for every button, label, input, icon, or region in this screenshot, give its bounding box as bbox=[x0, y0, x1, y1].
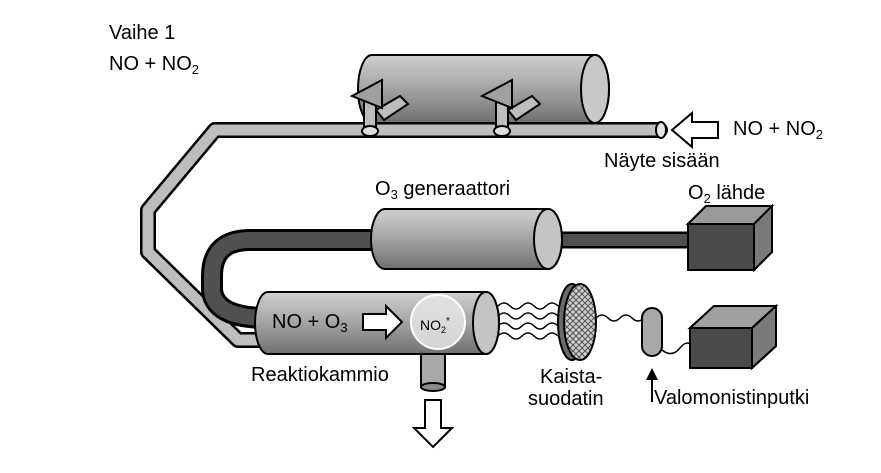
reaction-arrow-icon bbox=[362, 303, 404, 341]
photomultiplier-label: Valomonistinputki bbox=[654, 387, 810, 409]
species-title: NO + NO2 bbox=[109, 53, 200, 77]
ozone-generator bbox=[370, 208, 563, 270]
reaction-chamber bbox=[254, 291, 500, 392]
oxygen-source-label: O2 lähde bbox=[688, 182, 766, 206]
ozone-generator-label: O3 generaattori bbox=[375, 178, 511, 202]
light-waves bbox=[497, 302, 645, 340]
oxygen-source-box bbox=[685, 203, 775, 273]
excited-no2-label: NO2* bbox=[420, 316, 450, 335]
detector-box bbox=[687, 303, 779, 371]
exhaust-arrow-icon bbox=[411, 399, 455, 449]
bandpass-filter-label-2: suodatin bbox=[528, 388, 604, 410]
sample-tube bbox=[140, 121, 668, 348]
ozone-line bbox=[201, 229, 690, 329]
bandpass-filter bbox=[557, 283, 597, 361]
sample-in-label: Näyte sisään bbox=[604, 150, 720, 172]
bandpass-filter-label-1: Kaista- bbox=[540, 366, 603, 388]
reaction-label: NO + O3 bbox=[272, 311, 348, 335]
excited-no2-glow bbox=[410, 294, 466, 350]
photomultiplier-tube bbox=[641, 307, 695, 402]
pump-cylinder bbox=[349, 54, 610, 137]
reaction-chamber-label: Reaktiokammio bbox=[251, 364, 389, 386]
sample-gas-label: NO + NO2 bbox=[733, 118, 824, 142]
sample-inlet-arrow-icon bbox=[670, 110, 719, 150]
stage-title: Vaihe 1 bbox=[109, 22, 176, 44]
